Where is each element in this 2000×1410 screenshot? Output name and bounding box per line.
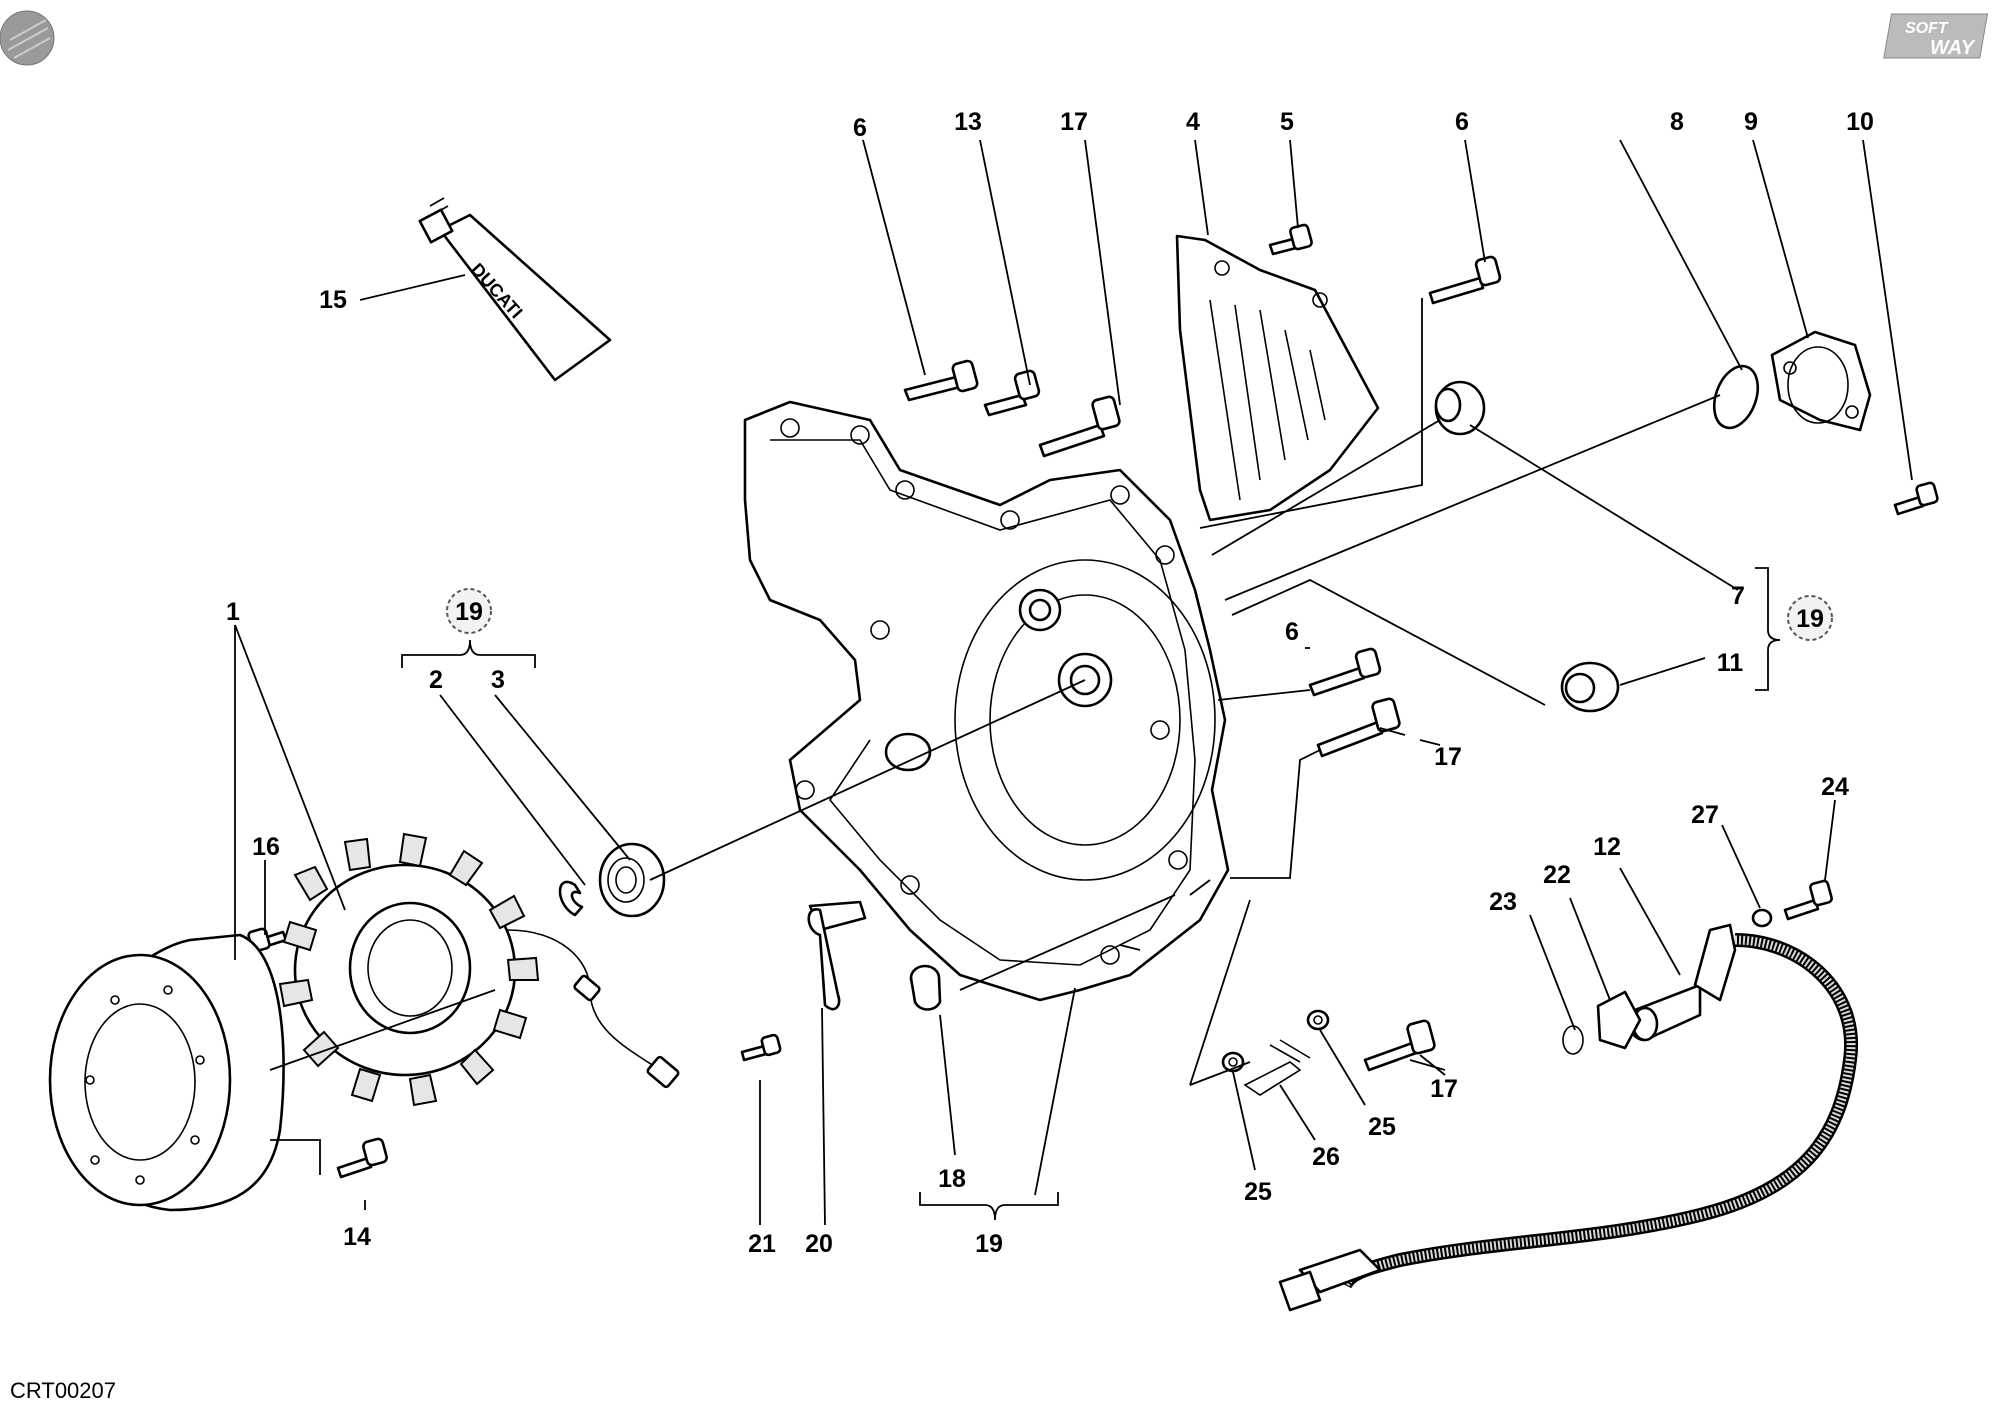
callout-13: 13 (954, 108, 982, 136)
callout-numbers: 1 2 3 4 5 6 6 6 7 8 9 10 11 12 13 14 15 … (226, 108, 1874, 1258)
dowel-pin (909, 964, 942, 1011)
pickup-sensor (1278, 923, 1859, 1312)
callout-14: 14 (343, 1223, 371, 1251)
callout-19-kit-right: 19 (1796, 605, 1824, 633)
screw-24 (1783, 879, 1833, 921)
callout-6-top-right: 6 (1455, 108, 1469, 136)
callout-5: 5 (1280, 108, 1294, 136)
callout-7: 7 (1731, 582, 1745, 610)
screw-6-upper-right (1428, 255, 1502, 305)
screw-13 (983, 369, 1041, 417)
kit-badge-right (1787, 595, 1833, 641)
circlip (558, 880, 584, 917)
callout-6-top-left: 6 (853, 114, 867, 142)
cover-plate (1175, 234, 1380, 522)
callout-17-top: 17 (1060, 108, 1088, 136)
screw-6-top (903, 359, 979, 402)
callout-19-kit-left: 19 (455, 598, 483, 626)
callout-20: 20 (805, 1230, 833, 1258)
screw-10 (1893, 481, 1939, 516)
washer-27 (1751, 908, 1773, 928)
wire-clamp (807, 900, 867, 1011)
logo-top-text: SOFT (1905, 20, 1949, 37)
kit-badge-left (446, 588, 492, 634)
callout-27: 27 (1691, 801, 1719, 829)
callout-11: 11 (1717, 649, 1744, 677)
callout-9: 9 (1744, 108, 1758, 136)
logo-bottom-text: WAY (1930, 37, 1976, 59)
stator (278, 832, 680, 1107)
brace-19-right (1755, 567, 1781, 691)
callout-23: 23 (1489, 888, 1517, 916)
callout-22: 22 (1543, 861, 1571, 889)
bearing (598, 842, 666, 918)
screw-21 (740, 1033, 782, 1062)
flywheel-rotor (48, 933, 285, 1212)
callout-1: 1 (226, 598, 240, 626)
generator-cover (743, 400, 1230, 1002)
screw-17-top (1038, 395, 1121, 458)
screw-6-right (1308, 647, 1382, 697)
callout-25-right: 25 (1368, 1113, 1396, 1141)
drawing-code: CRT00207 (10, 1378, 116, 1403)
callout-8: 8 (1670, 108, 1684, 136)
callout-18: 18 (938, 1165, 966, 1193)
callout-19-bottom: 19 (975, 1230, 1003, 1258)
wire-clip (1243, 1039, 1311, 1096)
callout-17-lower: 17 (1430, 1075, 1458, 1103)
callout-6-right: 6 (1285, 618, 1299, 646)
grease-tube: DUCATI (418, 197, 612, 382)
screw-14 (336, 1137, 388, 1179)
callout-25-left: 25 (1244, 1178, 1272, 1206)
callout-26: 26 (1312, 1143, 1340, 1171)
softway-logo: SOFT WAY (1883, 13, 1989, 59)
circlip-23 (1562, 1025, 1584, 1055)
callout-21: 21 (748, 1230, 776, 1258)
brace-19-bottom (919, 1192, 1059, 1221)
callout-17-right: 17 (1434, 743, 1462, 771)
callout-12: 12 (1593, 833, 1621, 861)
callout-10: 10 (1846, 108, 1874, 136)
corner-badge-icon (0, 10, 55, 66)
o-ring (1712, 364, 1760, 430)
callout-3: 3 (491, 666, 505, 694)
brace-19-left (401, 639, 536, 668)
screw-17-right (1316, 697, 1401, 758)
washer-25-right (1306, 1009, 1330, 1031)
callout-4: 4 (1186, 108, 1200, 136)
bushing-7 (1434, 380, 1486, 436)
flange-cover (1770, 330, 1872, 432)
callout-24: 24 (1821, 773, 1849, 801)
leader-lines (234, 139, 1913, 1226)
seal-11 (1560, 661, 1620, 713)
callout-2: 2 (429, 666, 443, 694)
screw-17-lower (1363, 1019, 1436, 1072)
callout-15: 15 (319, 286, 347, 314)
screw-5 (1268, 223, 1313, 256)
callout-16: 16 (252, 833, 280, 861)
